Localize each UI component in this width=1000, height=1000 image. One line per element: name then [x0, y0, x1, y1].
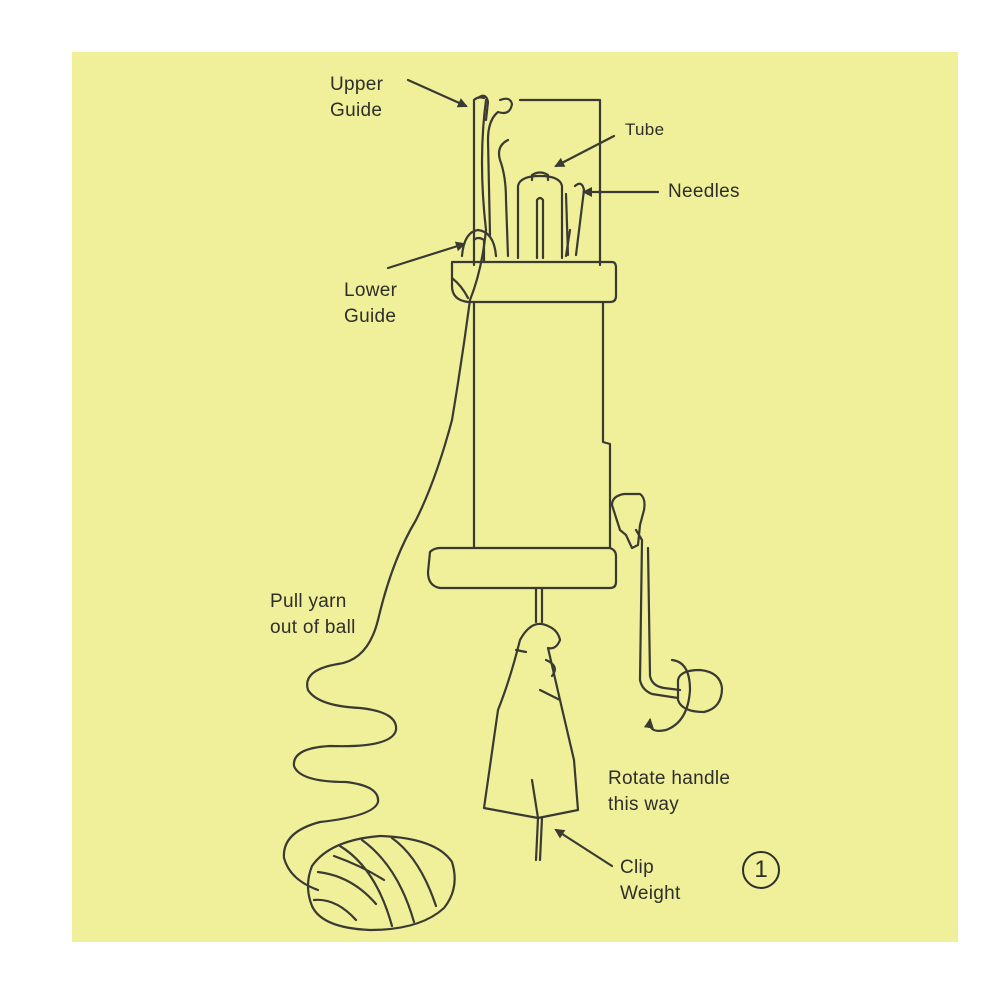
upper-guide-arrow	[406, 78, 468, 108]
needle	[573, 182, 586, 257]
diagram-background	[72, 52, 958, 942]
base-plate	[426, 546, 618, 590]
tube	[516, 174, 564, 260]
knitted-cord	[534, 586, 544, 624]
machine-body	[472, 300, 612, 550]
machine-head	[472, 96, 602, 267]
needle	[497, 138, 510, 258]
lower-guide-arrow	[386, 241, 466, 270]
head-plate	[450, 260, 618, 304]
needles-label: Needles	[668, 181, 740, 202]
yarn-ball	[306, 834, 456, 932]
needle	[564, 228, 572, 258]
clip-weight-arrow	[554, 828, 614, 868]
tube-arrow	[554, 134, 616, 168]
tube-label: Tube	[625, 120, 665, 139]
crank-knob	[676, 668, 724, 714]
yarn-strand	[282, 98, 488, 892]
rotate-arrow	[643, 658, 692, 732]
crank-handle	[610, 492, 646, 550]
clip-weight	[482, 622, 580, 820]
step-number-badge: 1	[742, 851, 780, 889]
upper-guide	[476, 94, 514, 237]
